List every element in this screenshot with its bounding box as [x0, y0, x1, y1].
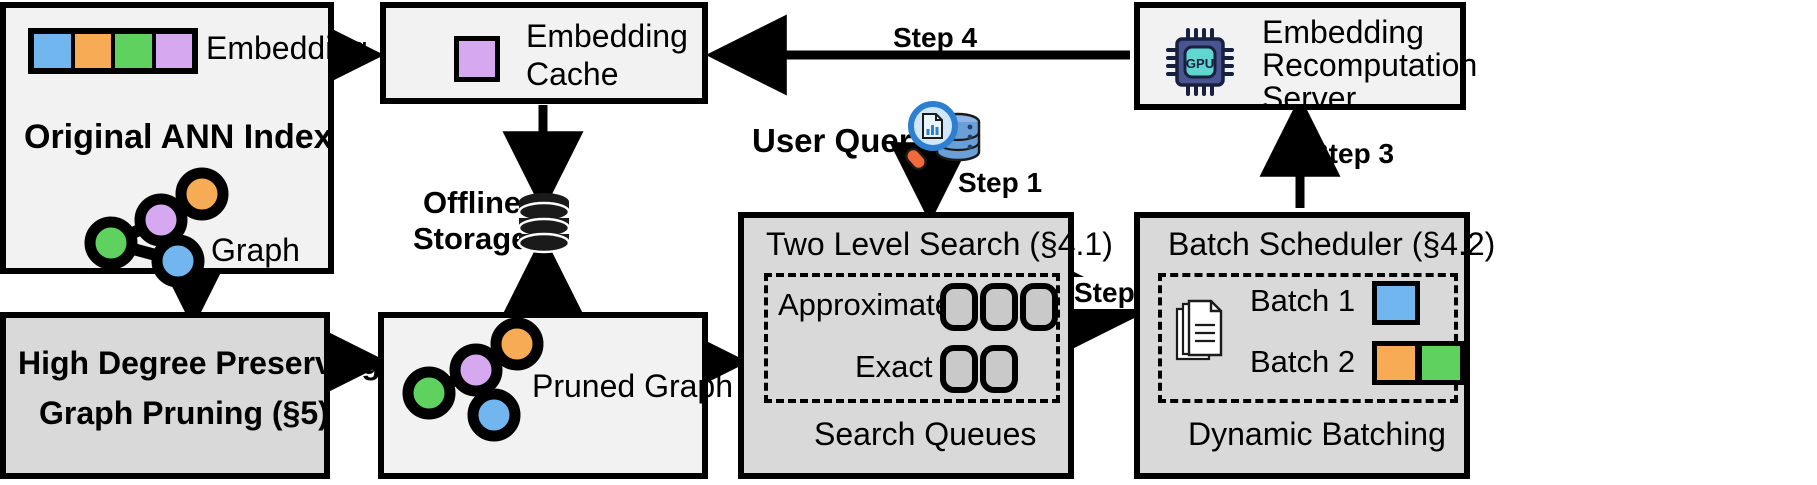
pruning-title-line2: Graph Pruning (§5)	[39, 395, 329, 431]
graph-pruning-panel: High Degree Preserving Graph Pruning (§5…	[0, 312, 381, 479]
dynamic-batching-dashed-region: Batch 1 Batch 2	[1158, 273, 1465, 403]
approximate-slot-3	[1020, 283, 1058, 331]
search-queues-dashed-region: Approximate Exact	[764, 273, 1060, 403]
batch-2-item-orange	[1372, 341, 1420, 385]
batch-1-item-blue	[1372, 281, 1420, 325]
user-query-label: User Query	[752, 122, 930, 159]
server-title-line1: Embedding	[1262, 14, 1424, 50]
original-index-title: Original ANN Index	[24, 118, 333, 156]
dynamic-batching-footer: Dynamic Batching	[1188, 416, 1446, 452]
exact-slot-2	[980, 345, 1018, 393]
pruning-title-line1: High Degree Preserving	[18, 345, 381, 381]
batch-1-label: Batch 1	[1250, 283, 1356, 318]
exact-slot-1	[940, 345, 978, 393]
embedding-cache-title-line2: Cache	[526, 56, 619, 92]
recomputation-server-panel: GPU Embedding Recomputation Server	[1134, 2, 1477, 116]
batch-scheduler-title: Batch Scheduler (§4.2)	[1168, 226, 1496, 262]
step3-label: Step 3	[1310, 138, 1395, 169]
pruned-graph-panel: Pruned Graph	[378, 312, 733, 479]
offline-storage-label-line1: Offline	[423, 185, 522, 220]
batch-2-item-green	[1417, 341, 1465, 385]
pruned-graph-label: Pruned Graph	[532, 368, 734, 404]
gpu-icon-text: GPU	[1186, 56, 1214, 71]
offline-storage-label-line2: Storage	[413, 221, 529, 256]
server-title-line3: Server	[1262, 80, 1357, 116]
approximate-slot-1	[940, 283, 978, 331]
embedding-cell-orange	[74, 34, 115, 68]
embedding-cell-blue	[34, 34, 75, 68]
approximate-label: Approximate	[778, 287, 953, 322]
step1-label: Step 1	[958, 167, 1043, 198]
cache-embedding-swatch	[454, 36, 500, 82]
two-level-search-panel: Two Level Search (§4.1) Approximate Exac…	[738, 212, 1113, 479]
embedding-cache-title-line1: Embedding	[526, 18, 688, 54]
original-ann-index-panel: Embedding Original ANN Index Graph	[0, 2, 368, 288]
two-level-search-title: Two Level Search (§4.1)	[766, 226, 1113, 262]
gpu-icon: GPU	[1166, 28, 1234, 96]
batch-2-label: Batch 2	[1250, 344, 1356, 379]
search-queues-footer: Search Queues	[814, 416, 1037, 452]
embedding-label: Embedding	[206, 30, 368, 66]
server-title-line2: Recomputation	[1262, 47, 1478, 83]
exact-label: Exact	[855, 349, 933, 384]
approximate-slot-2	[980, 283, 1018, 331]
step4-label: Step 4	[893, 22, 978, 53]
batch-scheduler-panel: Batch Scheduler (§4.2) Batch 1 Batch 2 D…	[1134, 212, 1495, 479]
documents-icon	[1175, 299, 1223, 361]
graph-label: Graph	[211, 232, 300, 268]
embedding-cache-panel: Embedding Cache	[380, 2, 708, 104]
embedding-cell-purple	[155, 34, 192, 68]
embedding-cell-green	[115, 34, 156, 68]
embedding-strip	[28, 28, 198, 74]
